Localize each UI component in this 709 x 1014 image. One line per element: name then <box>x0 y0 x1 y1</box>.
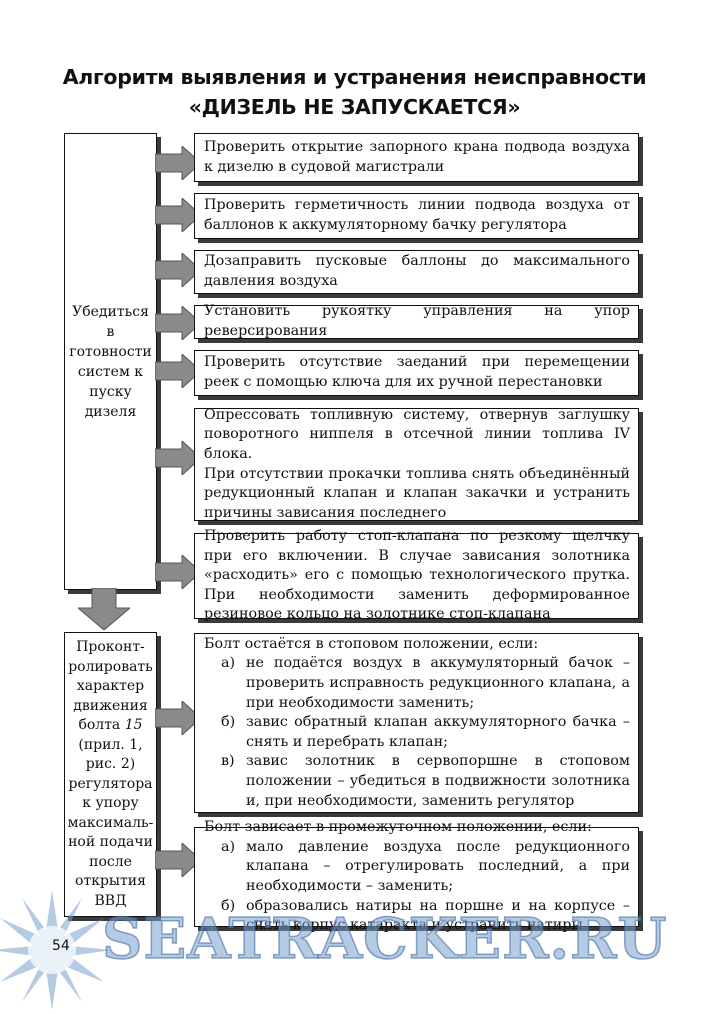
list-marker: в) <box>221 753 235 770</box>
arrow-right-5 <box>155 354 201 388</box>
readiness-text: Убедиться в готовности систем к пуску ди… <box>69 303 152 420</box>
title-line-1: Алгоритм выявления и устранения неисправ… <box>62 65 647 89</box>
list-item: а) мало давление воздуха после редукционн… <box>204 838 630 897</box>
bolt-number: 15 <box>124 717 143 733</box>
list-item: а) не подаётся воздух в аккумуляторный ба… <box>204 654 630 713</box>
step-text-7: Проверить работу стоп-клапана по резкому… <box>204 528 630 623</box>
case-mid-list: а) мало давление воздуха после редукционн… <box>204 838 630 936</box>
arrow-right-3 <box>155 253 201 287</box>
case-mid-box: Болт зависает в промежуточном положении,… <box>194 819 639 933</box>
control-line: максималь- <box>67 814 154 831</box>
watermark-text: SEATRACKER.RU <box>101 905 668 973</box>
arrow-right-4 <box>155 306 201 340</box>
step-text-6b: При отсутствии прокачки топлива снять об… <box>204 465 630 521</box>
page-title: Алгоритм выявления и устранения неисправ… <box>40 62 669 122</box>
control-box: Проконт- ролировать характер движения бо… <box>64 632 157 917</box>
step-text-4: Установить рукоятку управления на упор р… <box>204 303 630 339</box>
step-box-1: Проверить открытие запорного крана подво… <box>194 133 639 182</box>
step-box-3: Дозаправить пусковые баллоны до максимал… <box>194 250 639 294</box>
watermark-burst-icon <box>0 890 112 1010</box>
list-item-text: завис обратный клапан аккумуляторного ба… <box>246 714 630 750</box>
readiness-box: Убедиться в готовности систем к пуску ди… <box>64 133 157 590</box>
case-mid-heading: Болт зависает в промежуточном положении,… <box>204 819 592 836</box>
list-marker: б) <box>221 714 236 731</box>
step-text-1: Проверить открытие запорного крана подво… <box>204 138 630 175</box>
control-line: регулятора <box>68 775 153 792</box>
control-line: движения <box>73 697 148 714</box>
list-item: в) завис золотник в сервопоршне в стопово… <box>204 752 630 811</box>
control-line: ВВД <box>94 892 127 909</box>
control-line: открытия <box>75 873 146 889</box>
list-item: б) завис обратный клапан аккумуляторного … <box>204 713 630 752</box>
arrow-right-1 <box>155 146 201 180</box>
step-text-2: Проверить герметичность линии подвода во… <box>204 197 630 233</box>
control-line: рис. 2) <box>85 756 136 772</box>
list-item-text: мало давление воздуха после редукционног… <box>246 838 630 894</box>
control-line: характер <box>76 678 145 694</box>
step-text-6a: Опрессовать топливную систему, отвернув … <box>204 406 630 462</box>
case-stop-heading: Болт остаётся в стоповом положении, если… <box>204 635 539 652</box>
list-marker: а) <box>221 655 236 672</box>
arrow-right-7 <box>155 555 201 589</box>
arrow-down <box>78 588 130 630</box>
control-line: болта 15 <box>66 716 156 736</box>
page-number: 54 <box>52 938 70 954</box>
step-box-5: Проверить отсутствие заеданий при переме… <box>194 350 639 396</box>
arrow-right-6 <box>155 441 201 475</box>
list-item: б) образовались натиры на поршне и на кор… <box>204 897 630 936</box>
arrow-right-2 <box>155 198 201 232</box>
control-line: Проконт- <box>76 639 145 655</box>
control-line: ролировать <box>68 658 153 675</box>
control-line: (прил. 1, <box>78 736 143 753</box>
step-text-5: Проверить отсутствие заеданий при переме… <box>204 354 630 390</box>
control-text: Проконт- ролировать характер движения бо… <box>66 638 156 911</box>
list-marker: а) <box>221 838 236 855</box>
case-stop-box: Болт остаётся в стоповом положении, если… <box>194 633 639 813</box>
control-line: ной подачи <box>68 834 153 850</box>
step-box-7: Проверить работу стоп-клапана по резкому… <box>194 528 639 622</box>
step-text-3: Дозаправить пусковые баллоны до максимал… <box>204 253 630 289</box>
arrow-right-8 <box>155 701 201 735</box>
arrow-right-9 <box>155 843 201 877</box>
step-box-6: Опрессовать топливную систему, отвернув … <box>194 406 639 521</box>
control-line-part: болта <box>78 717 125 733</box>
list-marker: б) <box>221 897 236 914</box>
control-line: к упору <box>82 795 139 811</box>
step-box-2: Проверить герметичность линии подвода во… <box>194 193 639 239</box>
case-stop-list: а) не подаётся воздух в аккумуляторный ба… <box>204 654 630 811</box>
list-item-text: не подаётся воздух в аккумуляторный бачо… <box>246 655 630 711</box>
step-box-4: Установить рукоятку управления на упор р… <box>194 303 639 339</box>
list-item-text: образовались натиры на поршне и на корпу… <box>246 897 630 934</box>
control-line: после <box>89 853 132 870</box>
list-item-text: завис золотник в сервопоршне в стоповом … <box>246 753 630 809</box>
title-line-2: «ДИЗЕЛЬ НЕ ЗАПУСКАЕТСЯ» <box>188 95 521 119</box>
